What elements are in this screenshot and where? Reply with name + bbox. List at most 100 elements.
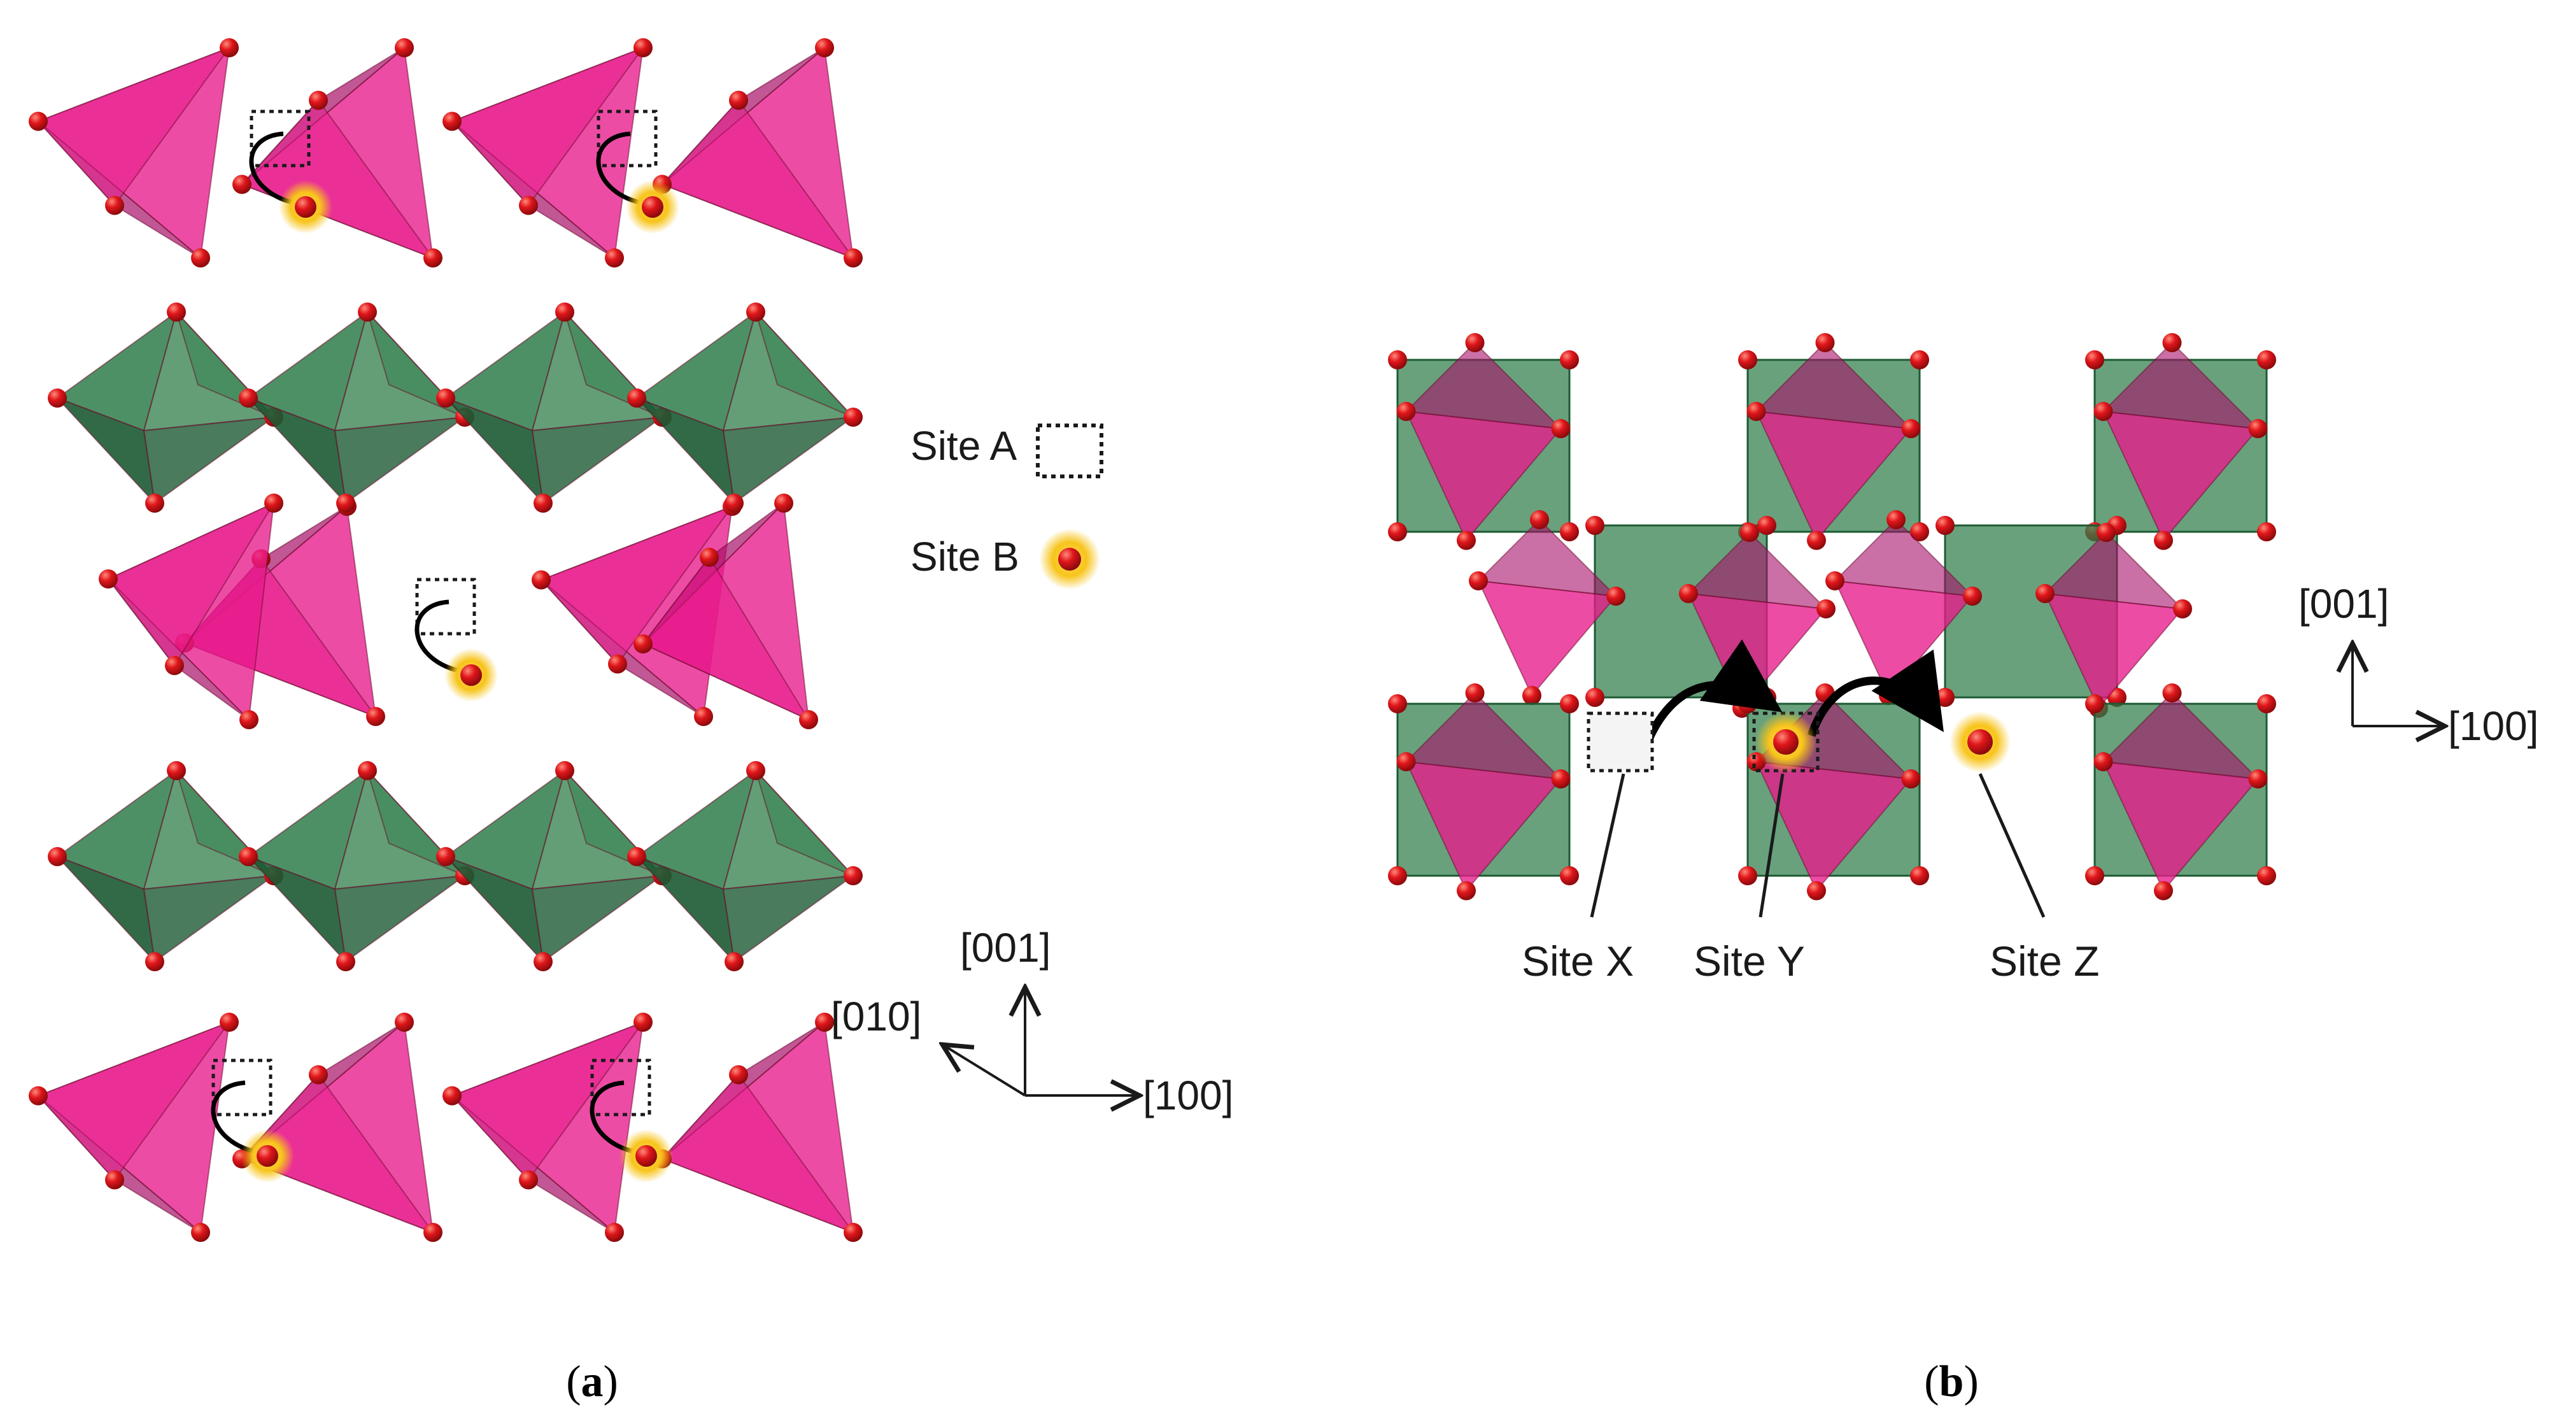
axis-label-001: [001] bbox=[960, 925, 1051, 971]
site-b-atom-icon bbox=[295, 196, 316, 218]
panel-a-legend: Site A Site B bbox=[910, 423, 1103, 590]
oxygen-atom bbox=[239, 389, 258, 408]
oxygen-atom bbox=[1388, 350, 1407, 369]
oxygen-atom bbox=[239, 847, 258, 866]
oxygen-atom bbox=[746, 761, 765, 780]
oxygen-atom bbox=[555, 303, 574, 322]
tetrahedron-face bbox=[1405, 692, 1563, 780]
oxygen-atom bbox=[633, 1013, 653, 1032]
oxygen-atom bbox=[1679, 584, 1698, 603]
vacancy-square-icon bbox=[250, 110, 311, 168]
axis-label-100-b: [100] bbox=[2448, 703, 2538, 749]
oxygen-atom bbox=[1396, 752, 1416, 771]
oxygen-atom bbox=[1396, 402, 1416, 421]
hop-curve bbox=[590, 1080, 640, 1155]
oxygen-atom bbox=[2154, 531, 2173, 550]
legend-site-b-label: Site B bbox=[910, 534, 1019, 580]
panel-b-site-labels: Site X Site Y Site Z bbox=[1522, 773, 2099, 985]
tetrahedron-face bbox=[2102, 341, 2260, 430]
site-z-leader-line bbox=[1978, 773, 2046, 918]
oxygen-atom bbox=[2248, 769, 2268, 788]
axis-label-100: [100] bbox=[1143, 1073, 1233, 1118]
oxygen-atom bbox=[2257, 350, 2276, 369]
oxygen-atom bbox=[1757, 516, 1776, 535]
panel-a-structure bbox=[29, 38, 863, 1242]
oxygen-atom bbox=[729, 90, 748, 110]
oxygen-atom bbox=[1388, 694, 1407, 713]
oxygen-atom bbox=[191, 1223, 210, 1242]
oxygen-atom bbox=[395, 1013, 414, 1032]
oxygen-atom bbox=[105, 196, 124, 215]
oxygen-atom bbox=[2154, 881, 2173, 901]
oxygen-atom bbox=[1886, 510, 1906, 529]
oxygen-atom bbox=[99, 569, 118, 588]
oxygen-atom bbox=[729, 1065, 748, 1085]
oxygen-atom bbox=[2085, 350, 2104, 369]
octahedron-face bbox=[755, 770, 854, 876]
oxygen-atom bbox=[725, 952, 744, 971]
site-b-atom-icon bbox=[1058, 548, 1081, 571]
tetrahedron-face bbox=[451, 46, 645, 207]
oxygen-atom bbox=[1746, 402, 1766, 421]
oxygen-atom bbox=[1936, 688, 1955, 707]
oxygen-atom bbox=[815, 38, 834, 57]
oxygen-atom bbox=[844, 1223, 863, 1242]
oxygen-atom bbox=[1457, 881, 1476, 901]
oxygen-atom bbox=[694, 707, 713, 726]
oxygen-atom bbox=[605, 248, 624, 267]
site-y-label: Site Y bbox=[1694, 938, 1805, 985]
oxygen-atom bbox=[358, 303, 377, 322]
legend-site-a-label: Site A bbox=[910, 423, 1017, 469]
oxygen-atom bbox=[1530, 510, 1549, 529]
oxygen-atom bbox=[48, 847, 67, 866]
octahedron-face bbox=[755, 311, 854, 418]
oxygen-atom bbox=[1816, 599, 1836, 618]
oxygen-atom bbox=[2085, 694, 2104, 713]
oxygen-atom bbox=[555, 761, 574, 780]
panel-b-axes: [001] [100] bbox=[2298, 581, 2538, 749]
vacancy-square-icon bbox=[1036, 424, 1103, 478]
oxygen-atom bbox=[423, 1223, 442, 1242]
oxygen-atom bbox=[1901, 769, 1921, 788]
oxygen-atom bbox=[519, 1170, 538, 1190]
oxygen-atom bbox=[627, 389, 646, 408]
oxygen-atom bbox=[232, 175, 251, 194]
site-x-leader-line bbox=[1590, 773, 1625, 918]
panel-b-hop-arrows bbox=[1638, 639, 1944, 757]
oxygen-atom bbox=[309, 90, 328, 110]
panel-b-caption: (b) bbox=[1924, 1357, 1979, 1406]
oxygen-atom bbox=[1807, 531, 1826, 550]
tetrahedron-face bbox=[661, 99, 855, 260]
oxygen-atom bbox=[2093, 752, 2113, 771]
oxygen-atom bbox=[366, 707, 385, 726]
panel-b-structure bbox=[1388, 333, 2276, 901]
tetrahedron-face bbox=[1833, 518, 1974, 597]
oxygen-atom bbox=[1807, 881, 1826, 901]
oxygen-atom bbox=[1910, 350, 1929, 369]
oxygen-atom bbox=[395, 38, 414, 57]
octahedron-face bbox=[143, 416, 276, 504]
tetrahedron-face bbox=[540, 504, 734, 666]
octahedron-face bbox=[722, 416, 856, 504]
oxygen-atom bbox=[2162, 333, 2182, 352]
tetrahedron-face bbox=[1755, 341, 1913, 430]
octahedron-face bbox=[334, 416, 467, 504]
oxygen-atom bbox=[1560, 522, 1579, 541]
tetrahedron-face bbox=[2043, 531, 2184, 610]
oxygen-atom bbox=[358, 761, 377, 780]
oxygen-atom bbox=[1738, 866, 1757, 885]
oxygen-atom bbox=[1585, 516, 1604, 535]
panel-a-axes: [001] [010] [100] bbox=[831, 925, 1233, 1118]
oxygen-atom bbox=[436, 847, 455, 866]
oxygen-atom bbox=[605, 1223, 624, 1242]
oxygen-atom bbox=[844, 408, 863, 427]
oxygen-atom bbox=[1469, 571, 1488, 590]
tetrahedron-face bbox=[37, 1020, 231, 1181]
oxygen-atom bbox=[2162, 683, 2182, 702]
oxygen-atom bbox=[436, 389, 455, 408]
site-b-atom-icon bbox=[635, 1145, 657, 1167]
oxygen-atom bbox=[1551, 419, 1571, 438]
oxygen-atom bbox=[1910, 522, 1929, 541]
oxygen-atom bbox=[1825, 571, 1844, 590]
